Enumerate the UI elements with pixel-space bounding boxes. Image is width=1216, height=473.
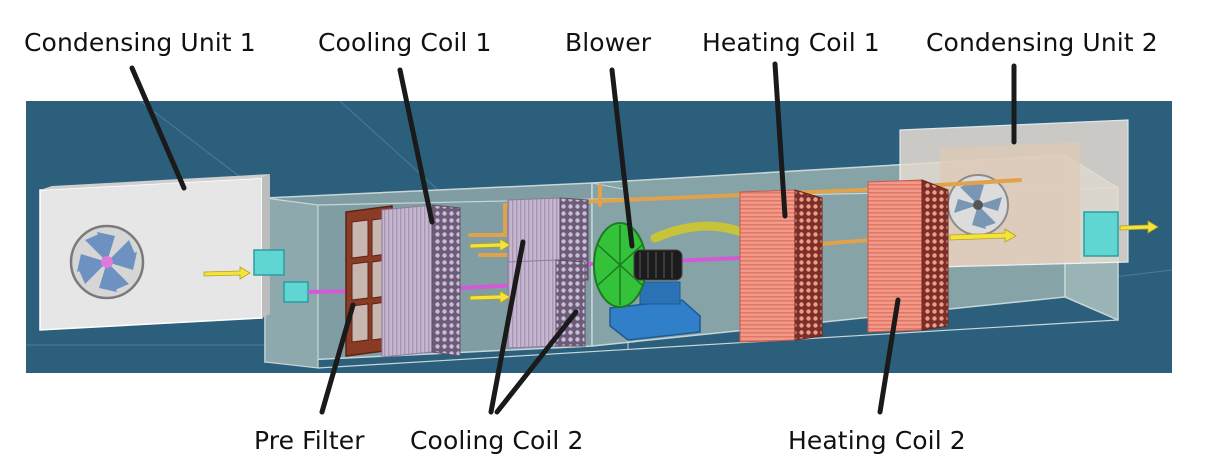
leader-cooling-coil-2a xyxy=(488,239,526,415)
blower-motor xyxy=(633,249,683,281)
leader-cooling-coil-2b xyxy=(494,309,579,415)
outlet-sensor xyxy=(1083,211,1119,257)
leader-condensing-unit-1 xyxy=(129,65,187,191)
heating-coil-1 xyxy=(739,189,823,343)
label-pre-filter: Pre Filter xyxy=(254,426,365,455)
label-cooling-coil-2: Cooling Coil 2 xyxy=(410,426,584,455)
inlet-sensor-2 xyxy=(283,281,309,303)
blower xyxy=(593,222,701,341)
leader-heating-coil-1 xyxy=(772,61,788,219)
label-cooling-coil-1: Cooling Coil 1 xyxy=(318,28,492,57)
leader-heating-coil-2 xyxy=(877,297,901,415)
airflow-arrows xyxy=(203,220,1159,304)
cooling-coil-2 xyxy=(507,197,589,349)
label-condensing-unit-2: Condensing Unit 2 xyxy=(926,28,1158,57)
cooling-coil-1 xyxy=(381,204,461,358)
leader-lines xyxy=(129,61,1017,415)
leader-blower xyxy=(609,67,635,249)
label-heating-coil-2: Heating Coil 2 xyxy=(788,426,966,455)
leader-pre-filter xyxy=(319,302,356,415)
inlet-sensor-1 xyxy=(253,249,285,276)
condensing-unit-1 xyxy=(39,174,270,331)
label-condensing-unit-1: Condensing Unit 1 xyxy=(24,28,256,57)
condenser-1-fan-icon xyxy=(69,224,145,300)
leader-cooling-coil-1 xyxy=(397,67,435,225)
heating-coil-2 xyxy=(867,179,949,333)
label-heating-coil-1: Heating Coil 1 xyxy=(702,28,880,57)
label-blower: Blower xyxy=(565,28,652,57)
